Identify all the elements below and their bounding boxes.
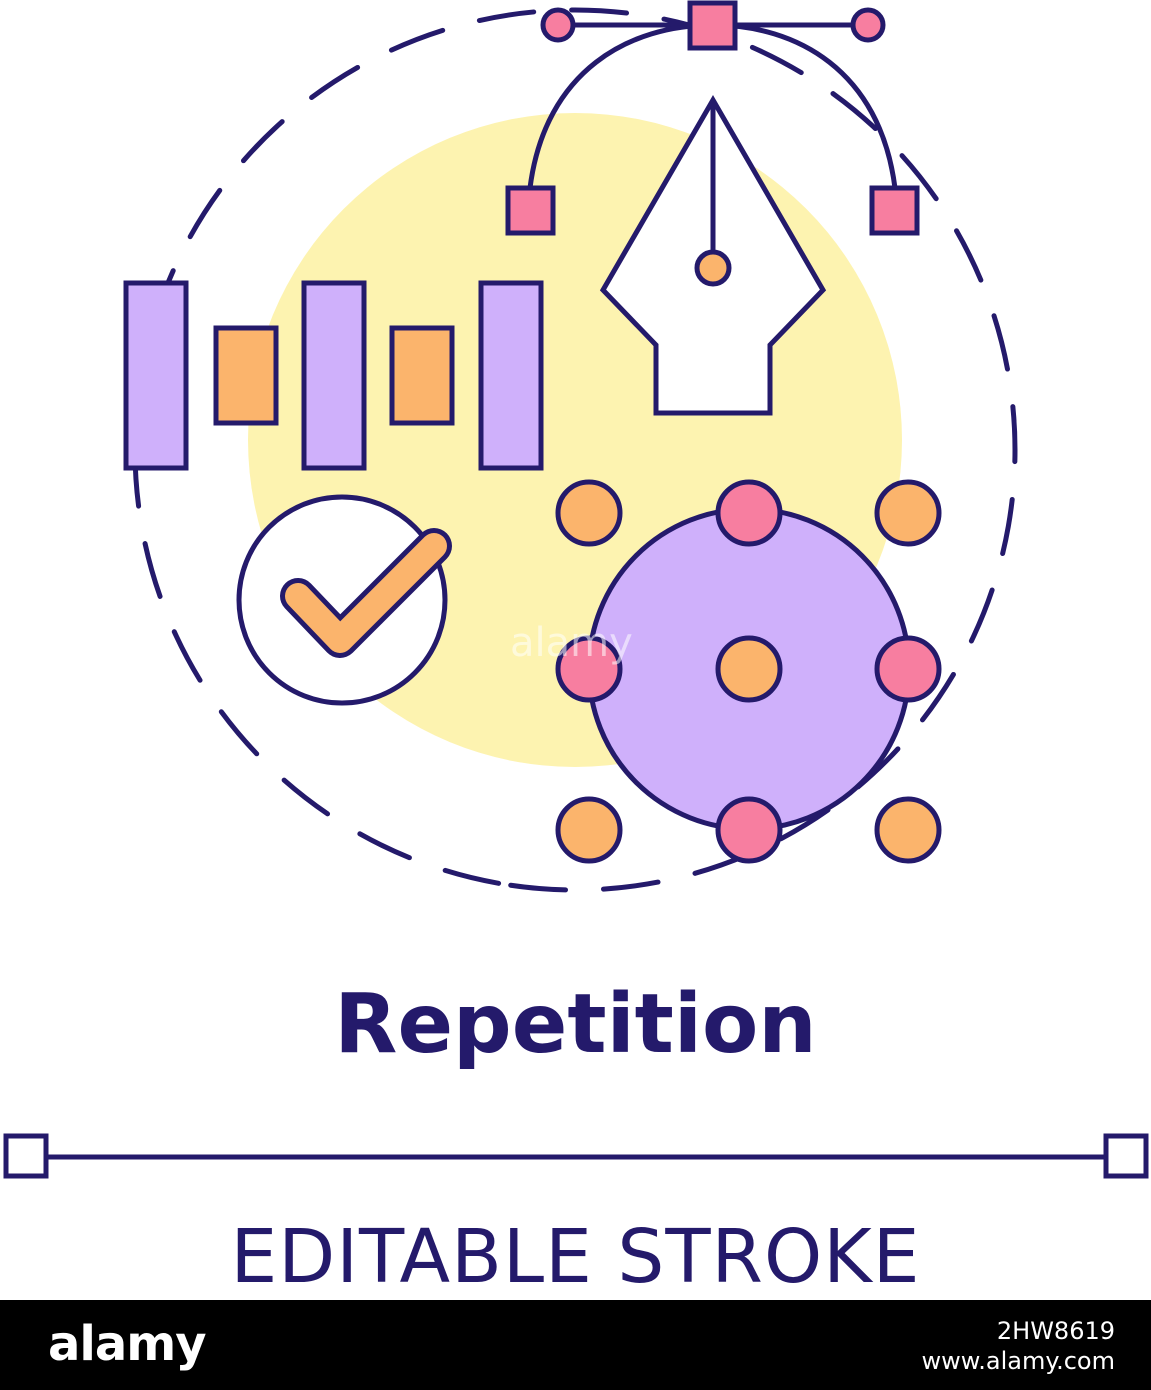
repetition-concept-illustration	[3, 0, 1149, 1179]
footer-logo: alamy	[48, 1316, 207, 1372]
page-title: Repetition	[334, 977, 817, 1072]
bar-pattern-icon	[123, 280, 544, 471]
footer-bar: alamy 2HW8619 www.alamy.com	[0, 1300, 1151, 1390]
footer-url: www.alamy.com	[921, 1347, 1115, 1375]
stroke-line-icon	[3, 1133, 1149, 1179]
node-circle-icon	[555, 479, 942, 864]
image-id: 2HW8619	[996, 1317, 1115, 1345]
footer-info: 2HW8619 www.alamy.com	[922, 1316, 1115, 1376]
check-circle-icon	[236, 494, 452, 706]
pen-nib-icon	[505, 0, 920, 416]
page-subtitle: EDITABLE STROKE	[230, 1214, 921, 1300]
